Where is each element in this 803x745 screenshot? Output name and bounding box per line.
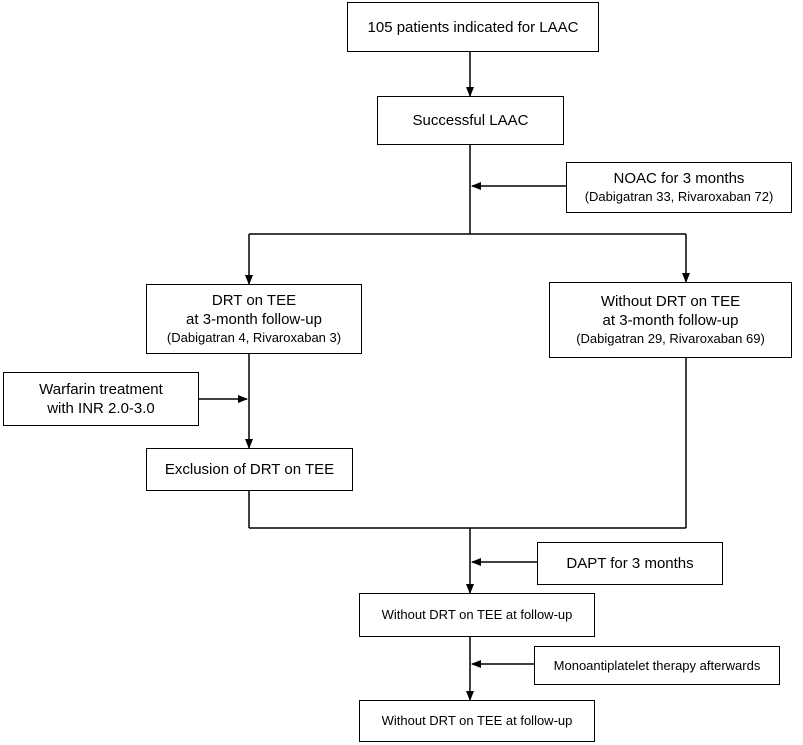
box-start: 105 patients indicated for LAAC (347, 2, 599, 52)
box-start-text: 105 patients indicated for LAAC (367, 18, 579, 36)
box-drt-title: DRT on TEE (211, 292, 297, 309)
box-dapt-text: DAPT for 3 months (566, 555, 694, 572)
box-noac-title: NOAC for 3 months (613, 170, 745, 187)
box-warfarin-detail: with INR 2.0-3.0 (47, 400, 155, 417)
box-without-drt-subtitle: at 3-month follow-up (602, 312, 739, 329)
box-noac: NOAC for 3 months (Dabigatran 33, Rivaro… (566, 162, 792, 213)
box-monoantiplatelet: Monoantiplatelet therapy afterwards (534, 646, 780, 685)
box-followup-1-text: Without DRT on TEE at follow-up (381, 607, 573, 622)
box-drt-on-tee: DRT on TEE at 3-month follow-up (Dabigat… (146, 284, 362, 354)
box-dapt: DAPT for 3 months (537, 542, 723, 585)
box-without-drt-detail: (Dabigatran 29, Rivaroxaban 69) (576, 331, 765, 346)
box-drt-subtitle: at 3-month follow-up (186, 311, 322, 328)
box-followup-2-text: Without DRT on TEE at follow-up (381, 713, 573, 728)
box-noac-detail: (Dabigatran 33, Rivaroxaban 72) (584, 189, 774, 204)
box-drt-detail: (Dabigatran 4, Rivaroxaban 3) (166, 330, 342, 345)
box-warfarin-title: Warfarin treatment (39, 381, 163, 398)
box-followup-2: Without DRT on TEE at follow-up (359, 700, 595, 742)
box-exclusion-text: Exclusion of DRT on TEE (164, 461, 335, 478)
box-without-drt-title: Without DRT on TEE (600, 293, 741, 310)
box-warfarin: Warfarin treatment with INR 2.0-3.0 (3, 372, 199, 426)
box-followup-1: Without DRT on TEE at follow-up (359, 593, 595, 637)
box-successful-laac: Successful LAAC (377, 96, 564, 145)
box-successful-laac-text: Successful LAAC (412, 112, 529, 129)
box-exclusion: Exclusion of DRT on TEE (146, 448, 353, 491)
box-without-drt: Without DRT on TEE at 3-month follow-up … (549, 282, 792, 358)
box-monoantiplatelet-text: Monoantiplatelet therapy afterwards (553, 657, 761, 673)
